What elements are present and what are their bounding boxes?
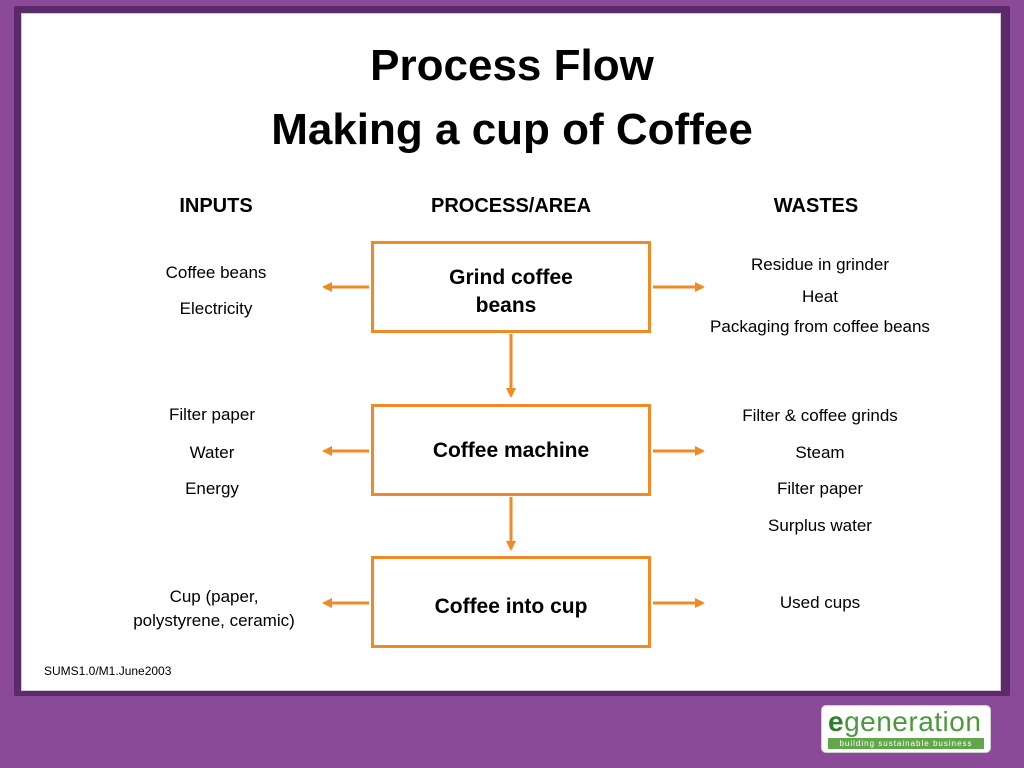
inputs-heading: INPUTS [179, 195, 253, 217]
waste-item: Steam [795, 443, 845, 462]
process-box-coffee-machine: Coffee machine [371, 404, 651, 496]
title-line-1: Process Flow [370, 41, 654, 90]
input-item: Energy [185, 479, 239, 498]
input-item: Water [189, 443, 235, 462]
input-item: Cup (paper, [169, 587, 259, 606]
waste-item: Packaging from coffee beans [710, 317, 930, 336]
input-item: Electricity [179, 299, 253, 318]
logo-tagline: building sustainable business [828, 738, 984, 749]
waste-item: Used cups [779, 593, 861, 612]
process-label: Coffee machine [432, 439, 590, 462]
input-item: Filter paper [169, 405, 255, 424]
waste-item: Filter paper [777, 479, 863, 498]
process-label-line: beans [475, 294, 537, 317]
footer-code: SUMS1.0/M1.June2003 [44, 664, 172, 678]
input-item: polystyrene, ceramic) [133, 611, 295, 630]
process-heading: PROCESS/AREA [430, 195, 592, 217]
title-line-2: Making a cup of Coffee [271, 105, 753, 154]
egeneration-logo: egeneration building sustainable busines… [822, 706, 990, 752]
process-box-coffee-into-cup: Coffee into cup [371, 556, 651, 648]
wastes-heading: WASTES [773, 195, 859, 217]
waste-item: Residue in grinder [751, 255, 889, 274]
process-box-grind: Grind coffee beans [371, 241, 651, 333]
waste-item: Filter & coffee grinds [742, 406, 898, 425]
process-label-line: Grind coffee [449, 266, 573, 289]
waste-item: Heat [802, 287, 838, 306]
process-label: Coffee into cup [434, 595, 588, 618]
logo-wordmark: egeneration [828, 706, 982, 737]
input-item: Coffee beans [165, 263, 267, 282]
waste-item: Surplus water [768, 516, 872, 535]
